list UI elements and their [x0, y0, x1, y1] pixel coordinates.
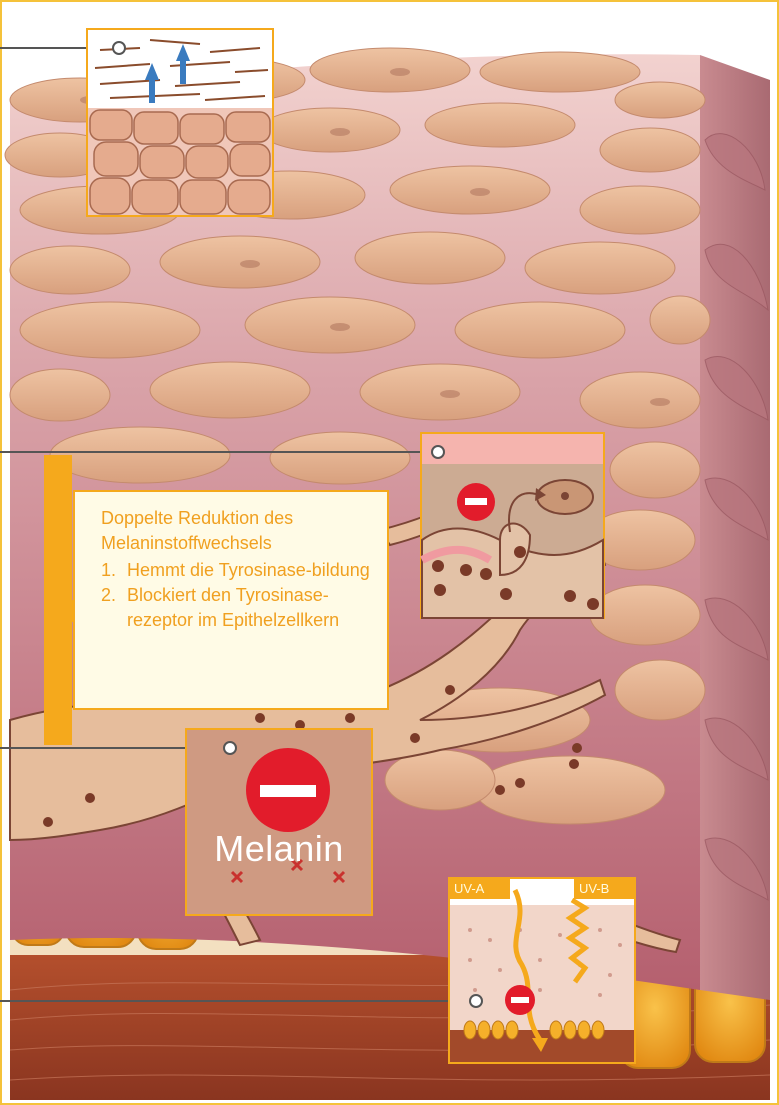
inset-melanin	[186, 729, 372, 915]
callout-dot	[432, 446, 444, 458]
uv-a-label: UV-A	[454, 881, 484, 896]
list-item-number: 1.	[101, 558, 127, 583]
callout-dot	[470, 995, 482, 1007]
inset-stratum-corneum	[87, 29, 273, 216]
inset-uv	[449, 878, 635, 1063]
callout-dot	[113, 42, 125, 54]
list-item: 1. Hemmt die Tyrosinase-bildung	[101, 558, 387, 583]
list-item-number: 2.	[101, 583, 127, 633]
list-item: 2. Blockiert den Tyrosinase-rezeptor im …	[101, 583, 387, 633]
callout-dot	[224, 742, 236, 754]
info-box: Doppelte Reduktion des Melaninstoffwechs…	[73, 490, 389, 710]
list-item-text: Hemmt die Tyrosinase-bildung	[127, 558, 387, 583]
melanin-label: Melanin	[186, 828, 372, 870]
uv-b-label: UV-B	[579, 881, 609, 896]
list-item-text: Blockiert den Tyrosinase-rezeptor im Epi…	[127, 583, 387, 633]
accent-bar	[44, 455, 72, 745]
inset-melanocyte	[421, 433, 604, 618]
info-box-list: 1. Hemmt die Tyrosinase-bildung 2. Block…	[101, 558, 387, 633]
info-box-title: Doppelte Reduktion des Melaninstoffwechs…	[101, 506, 387, 556]
